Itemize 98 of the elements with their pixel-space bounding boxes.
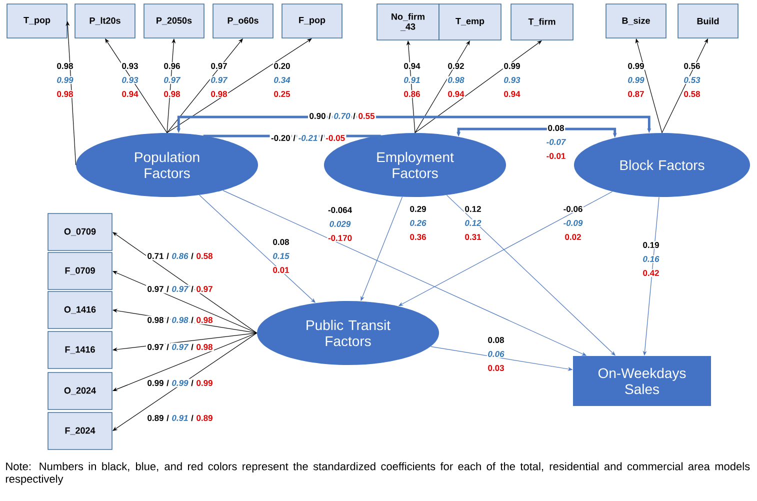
indicator-box: T_firm: [510, 4, 574, 40]
coefficient-label: 0.53: [682, 76, 702, 84]
coefficient-label: 0.93: [502, 76, 522, 84]
slash-separator: /: [190, 284, 195, 294]
indicator-box: F_2024: [48, 412, 112, 450]
coefficient-label: 0.97: [146, 284, 165, 294]
coefficient-label: 0.93: [120, 62, 140, 70]
indicator-box: B_size: [606, 4, 666, 38]
coefficient-label: 0.86: [170, 252, 190, 260]
indicator-box: Build: [678, 4, 738, 38]
coefficient-label: 0.71: [146, 252, 165, 260]
coefficient-label: 0.08: [546, 124, 566, 132]
indicator-box: T_pop: [6, 4, 68, 38]
coefficient-label: -0.064: [327, 206, 353, 214]
coefficient-label: 0.29: [408, 205, 428, 213]
slash-separator: /: [165, 284, 170, 294]
indicator-box: T_emp: [438, 4, 502, 40]
coefficient-label: 0.12: [464, 219, 482, 227]
indicator-box: O_2024: [48, 372, 112, 410]
coefficient-label: 0.89: [195, 414, 214, 422]
coefficient-label: 0.96: [162, 62, 182, 70]
coefficient-label: 0.58: [195, 252, 214, 260]
coefficient-label: 0.97: [162, 76, 182, 84]
indicator-box: No_firm _43: [376, 4, 440, 40]
coefficient-label: 0.94: [120, 90, 140, 98]
coefficient-label: 0.42: [642, 269, 660, 277]
outcome-box: On-Weekdays Sales: [573, 356, 711, 406]
coefficient-label: 0.94: [402, 62, 422, 70]
slash-separator: /: [352, 112, 357, 120]
coefficient-label: 0.56: [682, 62, 702, 70]
coefficient-label: 0.97: [210, 62, 228, 70]
indicator-box: O_1416: [48, 291, 112, 329]
coefficient-label: 0.02: [564, 233, 582, 241]
coefficient-label: 0.31: [464, 233, 482, 241]
coefficient-label: 0.98: [195, 342, 214, 352]
coefficient-label: 0.36: [408, 233, 428, 241]
coefficient-label: 0.15: [272, 252, 290, 260]
coefficient-label: 0.98: [56, 62, 74, 70]
coefficient-label: 0.26: [408, 219, 428, 227]
slash-separator: /: [190, 342, 195, 352]
coefficient-label: 0.94: [502, 90, 522, 98]
slash-separator: /: [165, 316, 170, 324]
coefficient-label: 0.94: [446, 90, 466, 98]
coefficient-label: 0.97: [210, 76, 228, 84]
coefficient-label: 0.20: [272, 62, 292, 70]
coefficient-label: -0.09: [562, 219, 584, 227]
slash-separator: /: [327, 112, 332, 120]
note-text: Note: Numbers in black, blue, and red colors represent the standardized coefficients for each of the total, residential and commercial area models respectively: [6, 462, 750, 485]
coefficient-label: 0.91: [170, 414, 190, 422]
coefficient-label: 0.16: [642, 255, 660, 263]
slash-separator: /: [190, 252, 195, 260]
slash-separator: /: [190, 378, 195, 388]
slash-separator: /: [292, 134, 297, 142]
coefficient-label: 0.99: [195, 378, 214, 388]
coefficient-label: 0.99: [56, 76, 74, 84]
coefficient-label: -0.06: [562, 205, 584, 213]
coefficient-label: 0.86: [402, 90, 422, 98]
coefficient-label: 0.58: [682, 90, 702, 98]
coefficient-label: -0.170: [327, 234, 353, 242]
indicator-box: P_o60s: [212, 4, 274, 38]
coefficient-label: 0.89: [146, 414, 165, 422]
slash-separator: /: [319, 134, 324, 142]
indicator-box: O_0709: [48, 213, 112, 251]
coefficient-label: 0.08: [272, 238, 290, 246]
coefficient-label: 0.01: [272, 266, 290, 274]
coefficient-label: 0.93: [120, 76, 140, 84]
coefficient-label: 0.06: [486, 350, 506, 358]
coefficient-label: 0.12: [464, 205, 482, 213]
coefficient-label: 0.92: [446, 62, 466, 70]
slash-separator: /: [165, 414, 170, 422]
slash-separator: /: [165, 342, 170, 352]
coefficient-label: 0.91: [402, 76, 422, 84]
coefficient-label: 0.08: [486, 336, 506, 344]
slash-separator: /: [190, 316, 195, 324]
coefficient-label: 0.03: [486, 364, 506, 372]
indicator-box: F_1416: [48, 331, 112, 369]
coefficient-label: -0.07: [546, 138, 566, 146]
coefficient-label: 0.98: [162, 90, 182, 98]
indicator-box: F_pop: [282, 4, 342, 38]
coefficient-label: 0.99: [626, 62, 646, 70]
coefficient-label: 0.19: [642, 241, 660, 249]
indicator-box: P_2050s: [144, 4, 204, 38]
coefficient-label: 0.34: [272, 76, 292, 84]
coefficient-label: 0.98: [446, 76, 466, 84]
slash-separator: /: [190, 414, 195, 422]
coefficient-label: 0.25: [272, 90, 292, 98]
coefficient-label: 0.029: [328, 220, 352, 228]
slash-separator: /: [165, 378, 170, 388]
indicator-box: P_lt20s: [74, 4, 136, 38]
coefficient-label: 0.99: [502, 62, 522, 70]
coefficient-label: 0.98: [210, 90, 228, 98]
coefficient-label: 0.99: [146, 378, 165, 388]
coefficient-label: 0.98: [56, 90, 74, 98]
coefficient-label: 0.99: [626, 76, 646, 84]
indicator-box: F_0709: [48, 252, 112, 290]
slash-separator: /: [165, 252, 170, 260]
coefficient-label: -0.01: [546, 152, 566, 160]
coefficient-label: 0.87: [626, 90, 646, 98]
